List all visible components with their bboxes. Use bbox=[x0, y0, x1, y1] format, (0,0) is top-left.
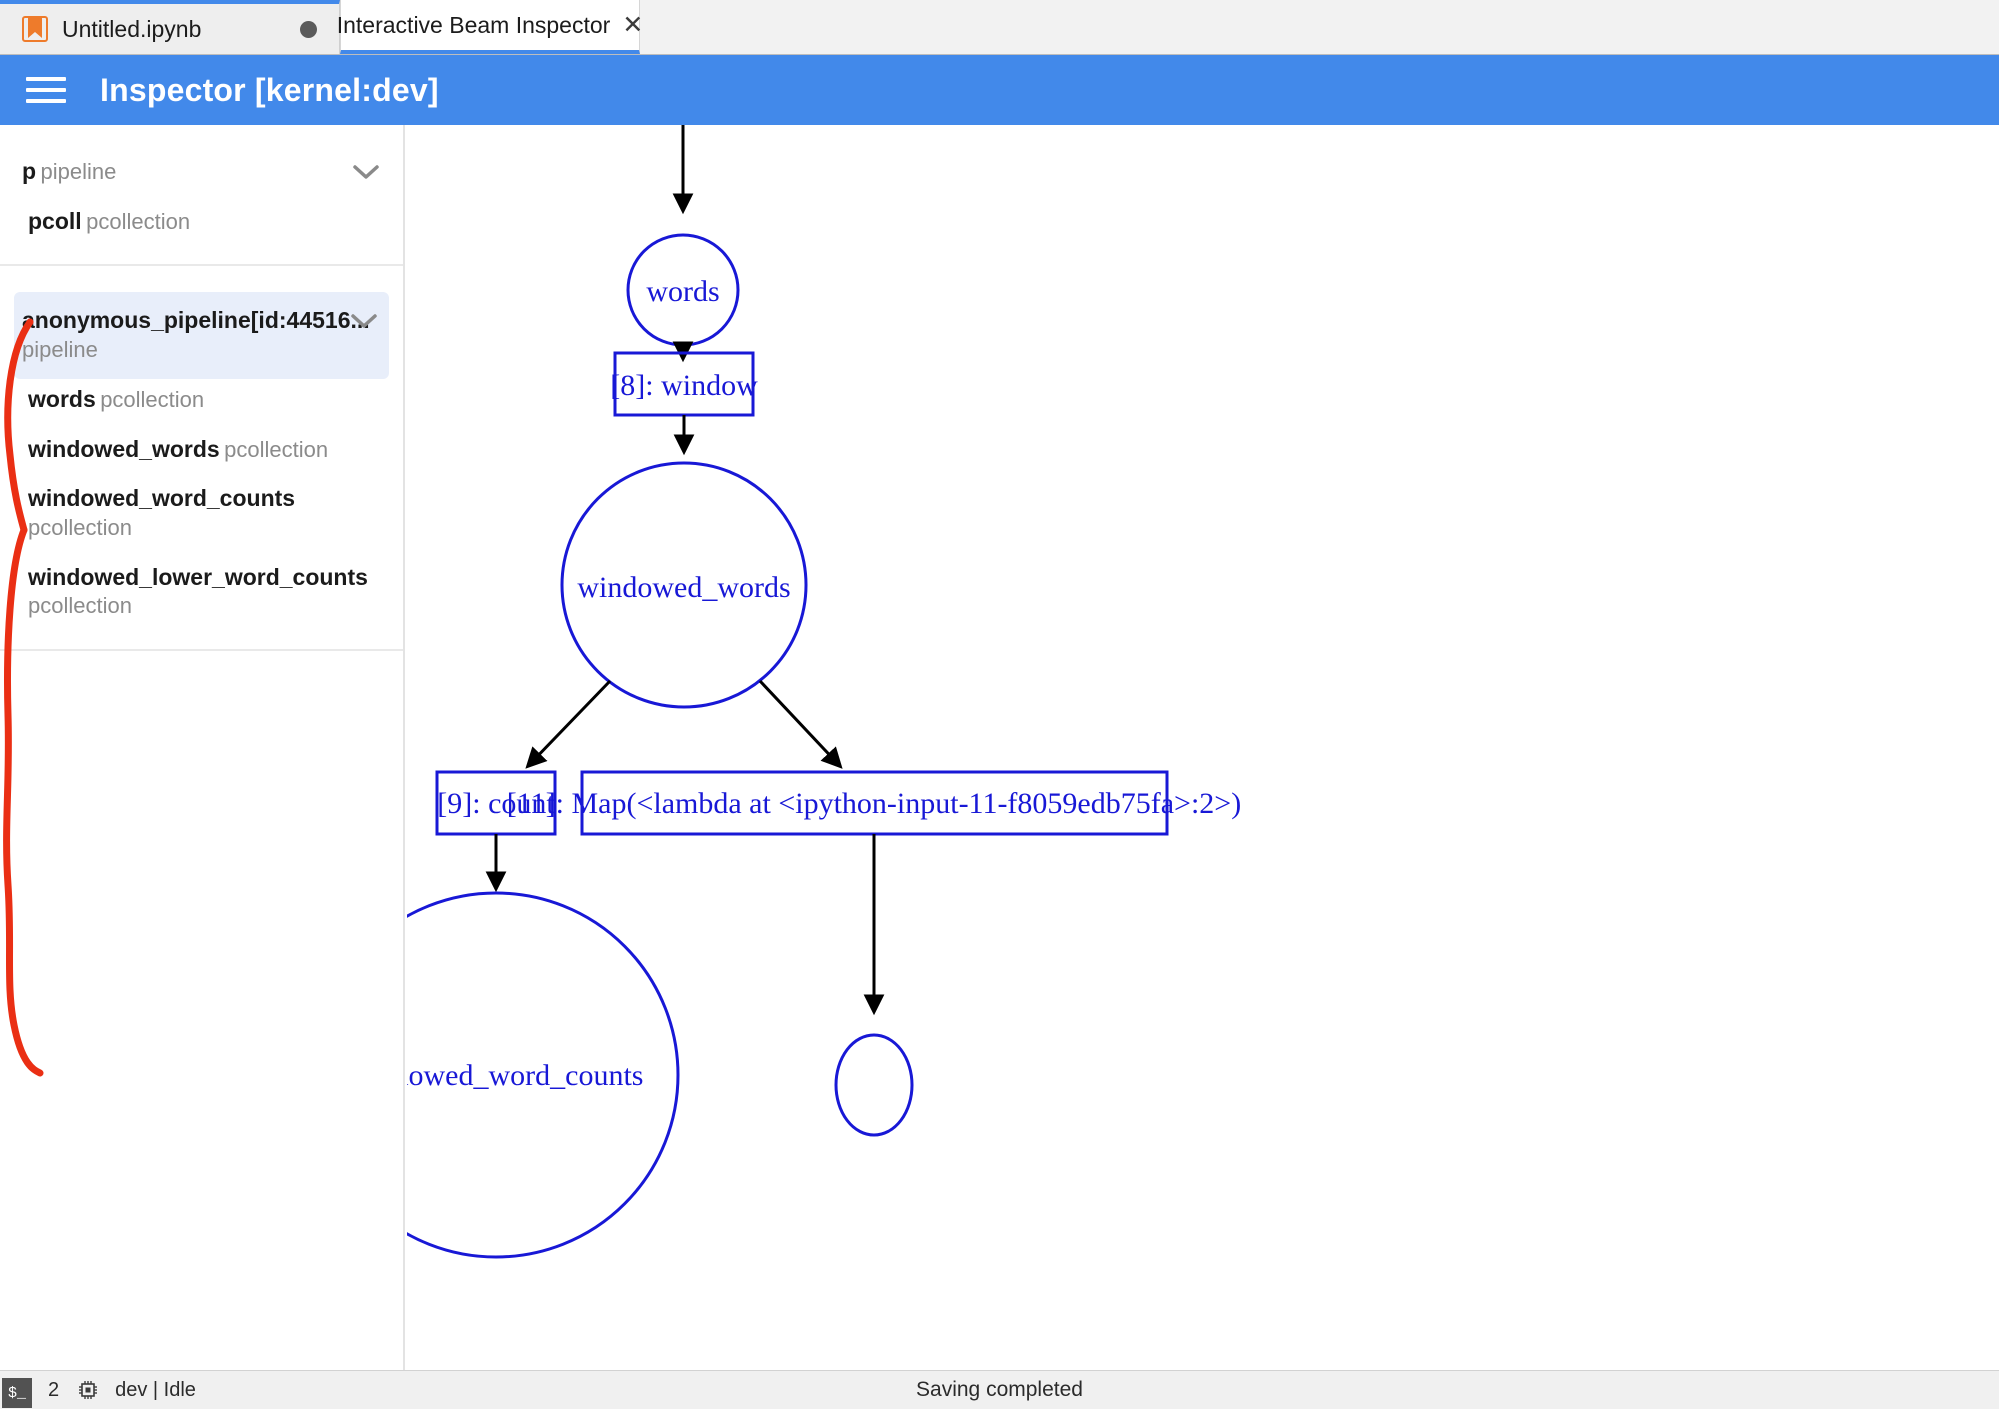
sidebar-item-type: pcollection bbox=[28, 514, 132, 540]
status-bar: $_ 2 dev | Idle Saving completed bbox=[0, 1370, 1999, 1409]
sidebar-item-label: windowed_word_counts bbox=[28, 485, 296, 512]
chip-icon[interactable] bbox=[77, 1379, 99, 1401]
graph-edge-windowed-words-to-map bbox=[758, 679, 843, 769]
terminal-icon[interactable]: $_ bbox=[2, 1378, 32, 1408]
sidebar-item-label: words bbox=[28, 385, 96, 412]
pipeline-graph-canvas[interactable]: words [8]: window windowed_words [9]: co… bbox=[407, 125, 1999, 1370]
notebook-icon bbox=[22, 16, 48, 42]
sidebar-item-type: pcollection bbox=[86, 208, 191, 234]
sidebar-item-windowed-lower-word-counts[interactable]: windowed_lower_word_counts pcollection bbox=[0, 557, 403, 635]
graph-edge-windowed-words-to-count bbox=[525, 679, 612, 769]
graph-node-output[interactable] bbox=[834, 1033, 914, 1137]
sidebar-item-type: pipeline bbox=[22, 337, 98, 363]
graph-node-label: windowed_words bbox=[577, 571, 790, 604]
graph-node-label: windowed_word_counts bbox=[407, 1059, 643, 1092]
sidebar-item-label: windowed_words bbox=[28, 435, 220, 462]
chevron-down-icon[interactable] bbox=[349, 312, 379, 335]
tab-label: Untitled.ipynb bbox=[62, 15, 202, 42]
sidebar-item-label: windowed_lower_word_counts bbox=[28, 563, 368, 590]
chevron-down-icon[interactable] bbox=[351, 163, 381, 186]
graph-node-label: [11]: Map(<lambda at <ipython-input-11-f… bbox=[507, 787, 1241, 820]
graph-node-label: [9]: count bbox=[437, 787, 555, 820]
page-title: Inspector [kernel:dev] bbox=[100, 71, 439, 108]
sidebar-item-pcoll[interactable]: pcoll pcollection bbox=[0, 201, 403, 251]
graph-node-label: [8]: window bbox=[610, 369, 758, 402]
terminal-count: 2 bbox=[48, 1378, 60, 1401]
unsaved-indicator-icon[interactable] bbox=[300, 20, 317, 38]
sidebar-item-label: p bbox=[22, 158, 37, 184]
sidebar-item-p[interactable]: p pipeline bbox=[0, 151, 403, 201]
main-content: p pipeline pcoll pcollection anonymous_p… bbox=[0, 125, 1999, 1370]
sidebar-item-type: pipeline bbox=[40, 159, 117, 184]
anonymous-pipeline-group: anonymous_pipeline[id:44516... pipeline … bbox=[0, 266, 403, 652]
close-icon[interactable]: ✕ bbox=[622, 10, 644, 39]
inspector-header: Inspector [kernel:dev] bbox=[0, 55, 1999, 125]
graph-node-windowed-word-counts[interactable] bbox=[407, 891, 680, 1259]
tab-interactive-beam-inspector[interactable]: Interactive Beam Inspector ✕ bbox=[336, 0, 644, 54]
sidebar-item-type: pcollection bbox=[28, 593, 132, 619]
sidebar-item-type: pcollection bbox=[224, 436, 329, 462]
tab-untitled-ipynb[interactable]: Untitled.ipynb bbox=[0, 0, 340, 54]
sidebar-item-label: pcoll bbox=[28, 207, 82, 234]
sidebar-item-windowed-word-counts[interactable]: windowed_word_counts pcollection bbox=[0, 478, 403, 556]
inspectables-sidebar[interactable]: p pipeline pcoll pcollection anonymous_p… bbox=[0, 125, 405, 1370]
graph-node-windowed-words[interactable] bbox=[560, 461, 808, 709]
tab-label: Interactive Beam Inspector bbox=[336, 11, 611, 38]
sidebar-item-anonymous-pipeline[interactable]: anonymous_pipeline[id:44516... pipeline bbox=[14, 292, 389, 379]
sidebar-item-label: anonymous_pipeline[id:44516... bbox=[22, 307, 370, 334]
kernel-status[interactable]: dev | Idle bbox=[115, 1378, 196, 1401]
pipeline-group: p pipeline pcoll pcollection bbox=[0, 125, 403, 267]
graph-node-label: words bbox=[646, 275, 719, 308]
sidebar-item-words[interactable]: words pcollection bbox=[0, 379, 403, 429]
sidebar-item-type: pcollection bbox=[100, 386, 205, 412]
status-message: Saving completed bbox=[916, 1378, 1083, 1401]
sidebar-item-windowed-words[interactable]: windowed_words pcollection bbox=[0, 429, 403, 479]
hamburger-icon[interactable] bbox=[26, 77, 66, 103]
pipeline-graph-svg: words [8]: window windowed_words [9]: co… bbox=[407, 125, 1241, 1259]
tab-bar: Untitled.ipynb Interactive Beam Inspecto… bbox=[0, 0, 1999, 55]
